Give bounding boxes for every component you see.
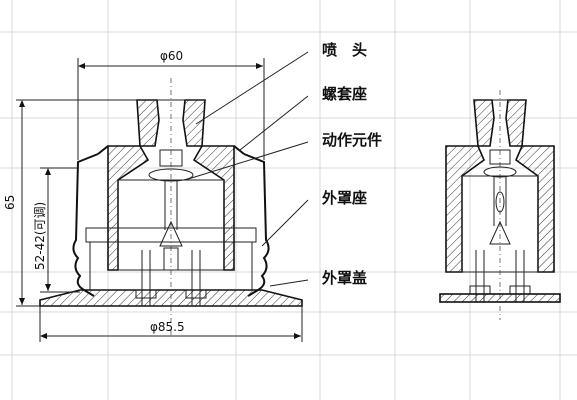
callout-cover-cap: 外罩盖 xyxy=(321,269,367,287)
adjustable-height-dimension: 52-42(可调) xyxy=(33,202,47,270)
secondary-assembly xyxy=(439,90,561,320)
leader-lines xyxy=(184,51,309,287)
top-width-dimension: φ60 xyxy=(160,49,183,63)
dimensions: φ60 φ85.5 65 52-42(可调) xyxy=(3,49,303,342)
callout-cover-seat: 外罩座 xyxy=(321,189,367,207)
bottom-width-dimension: φ85.5 xyxy=(150,320,185,334)
callout-action-element: 动作元件 xyxy=(322,131,382,149)
main-assembly xyxy=(39,78,303,335)
callout-sleeve-seat: 螺套座 xyxy=(322,85,367,103)
callout-nozzle: 喷 头 xyxy=(322,41,367,59)
total-height-dimension: 65 xyxy=(3,195,17,210)
callout-labels: 喷 头 螺套座 动作元件 外罩座 外罩盖 xyxy=(321,41,382,287)
